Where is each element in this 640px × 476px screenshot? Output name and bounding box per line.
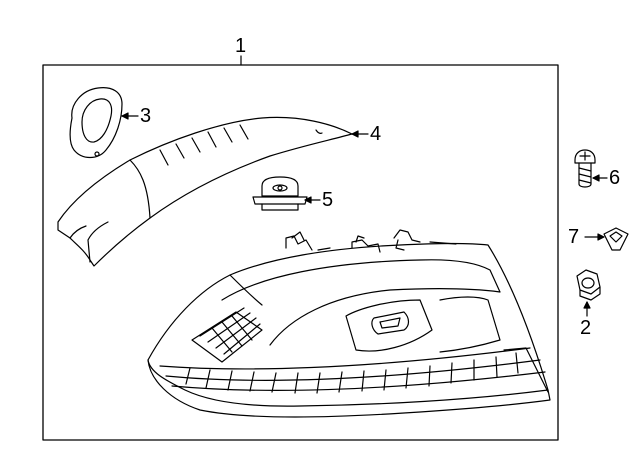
callout-7-arrow [597, 233, 605, 241]
callout-3-arrow [121, 112, 129, 120]
callout-label-3: 3 [140, 105, 152, 127]
nut-part[interactable] [576, 269, 601, 301]
callout-label-5: 5 [322, 189, 334, 211]
callout-4-arrow [351, 130, 359, 138]
callout-label-2: 2 [580, 317, 592, 339]
tail-lamp-part[interactable] [147, 229, 551, 418]
screw-part[interactable] [574, 149, 596, 188]
callout-label-7: 7 [568, 226, 580, 248]
gasket-part[interactable] [69, 87, 123, 159]
assembly-frame [42, 64, 559, 441]
callout-6-arrow [592, 174, 600, 182]
socket-part[interactable] [252, 176, 308, 211]
callout-label-1: 1 [235, 35, 247, 57]
callout-2-arrow [583, 301, 591, 309]
clip-part[interactable] [603, 227, 629, 251]
trim-cover-part[interactable] [57, 116, 353, 267]
callout-label-6: 6 [609, 167, 621, 189]
callout-5-arrow [304, 196, 312, 204]
callout-label-4: 4 [370, 123, 382, 145]
